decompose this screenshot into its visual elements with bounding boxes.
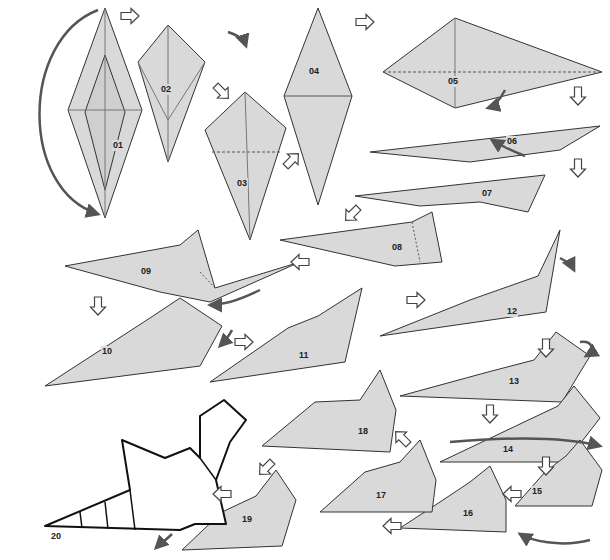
step-number: 18 (357, 426, 369, 437)
fold-figure (400, 332, 590, 402)
step-number: 03 (236, 178, 248, 189)
fold-figure (138, 25, 205, 162)
step-number: 17 (375, 490, 387, 501)
step-number: 12 (506, 306, 518, 317)
fold-figure (210, 288, 362, 382)
fold-figure (262, 370, 396, 452)
step-number: 16 (462, 508, 474, 519)
fold-figure (515, 440, 602, 506)
step-number: 06 (506, 136, 518, 147)
step-number: 07 (481, 188, 493, 199)
fold-figure (380, 230, 560, 336)
step-number: 09 (140, 266, 152, 277)
step-number: 02 (160, 84, 172, 95)
step-number: 15 (531, 486, 543, 497)
step-number: 04 (308, 66, 320, 77)
fold-figure (370, 126, 600, 162)
step-number: 19 (241, 514, 253, 525)
step-number: 01 (112, 140, 124, 151)
step-number: 13 (508, 376, 520, 387)
step-number: 10 (101, 346, 113, 357)
step-number: 14 (502, 444, 514, 455)
fold-figure (205, 92, 286, 240)
fold-figure (280, 212, 442, 266)
step-number: 11 (298, 350, 310, 361)
finished-dragon (45, 400, 246, 530)
step-number: 08 (391, 242, 403, 253)
fold-figure (355, 175, 545, 212)
step-number: 05 (447, 76, 459, 87)
step-number: 20 (50, 531, 62, 542)
fold-figure (45, 298, 222, 386)
step-arrows (91, 9, 586, 534)
fold-figure (284, 8, 352, 205)
fold-figure (383, 18, 602, 108)
fold-figure (65, 230, 300, 302)
fold-figure (68, 8, 142, 218)
